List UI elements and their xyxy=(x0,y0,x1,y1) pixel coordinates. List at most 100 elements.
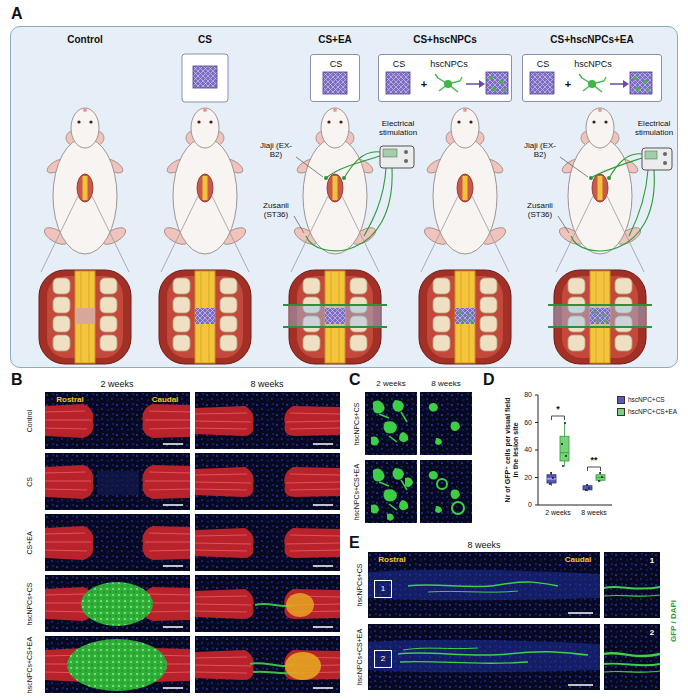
legend-swatch xyxy=(617,396,625,404)
combination-box: CS hscNPCs xyxy=(522,54,662,102)
acupoint-label: Zusanli (ST36) xyxy=(255,201,297,219)
group-title-holder: Control xyxy=(67,34,103,46)
row-label: hscNPCs+CS xyxy=(356,564,364,607)
legend-swatch xyxy=(617,408,625,416)
row-label: CS xyxy=(26,477,34,487)
legend-text-holder: hscNPC+CS+EA xyxy=(628,408,677,415)
group-title-holder: CS+hscNPCs xyxy=(413,34,477,46)
tick-label: 60 xyxy=(524,418,532,426)
panel-letter: E xyxy=(349,534,360,552)
acupoint-label-holder: Zusanli (ST36) xyxy=(519,201,561,219)
acupoint-label-holder: Zusanli (ST36) xyxy=(255,201,297,219)
tick-label: 20 xyxy=(524,473,532,481)
acupoint-label: Jiaji (EX-B2) xyxy=(255,141,297,159)
channel-label-holder: GFP / DAPI xyxy=(669,600,678,642)
group-title-holder: CS+EA xyxy=(318,34,352,46)
legend-text: hscNPC+CS+EA xyxy=(628,408,677,415)
plus-sign-holder: + xyxy=(565,78,571,91)
node-text: CS xyxy=(330,59,343,69)
node-text: CS xyxy=(537,59,550,69)
tick-label-holder: 0 xyxy=(528,501,532,509)
inset-number-holder: 1 xyxy=(650,556,654,565)
tick-label-holder: 40 xyxy=(524,446,532,454)
orientation-label: Rostral xyxy=(56,395,84,404)
panel-letter-holder: C xyxy=(349,371,361,389)
device-label-holder: Electrical stimulation xyxy=(631,119,677,137)
scaffold-box: CS xyxy=(310,54,360,102)
node-text-holder: A xyxy=(11,5,23,23)
device-label-holder: Electrical stimulation xyxy=(368,119,428,137)
node-text-holder: hscNPCs xyxy=(430,59,468,69)
row-label-holder: CS+EA xyxy=(26,531,34,554)
orientation-label-holder: Rostral xyxy=(56,395,84,404)
panel-letter-holder: E xyxy=(349,534,360,552)
significance-mark: * xyxy=(556,404,560,414)
significance-mark-holder: * xyxy=(556,404,560,414)
orientation-label-holder: Caudal xyxy=(565,555,592,564)
group-title: Control xyxy=(67,34,103,46)
legend-text: hscNPC+CS xyxy=(628,396,665,403)
node-text: A xyxy=(11,5,23,23)
significance-mark-holder: ** xyxy=(590,455,597,465)
group-title: CS xyxy=(198,34,212,46)
node-text-holder: CS xyxy=(393,59,406,69)
tick-label-holder: 80 xyxy=(524,391,532,399)
inset-number: 1 xyxy=(650,556,654,565)
acupoint-label-holder: Jiaji (EX-B2) xyxy=(519,141,561,159)
node-text-holder: CS xyxy=(537,59,550,69)
time-header-holder: 2 weeks xyxy=(376,379,405,388)
tick-label: 80 xyxy=(524,391,532,399)
time-header: 8 weeks xyxy=(467,540,500,550)
time-header: 8 weeks xyxy=(250,379,283,389)
time-header: 2 weeks xyxy=(100,379,133,389)
combination-box: CS hscNPCs xyxy=(378,54,512,102)
node-text: 2 xyxy=(381,654,385,663)
orientation-label-holder: Rostral xyxy=(378,555,406,564)
orientation-label: Rostral xyxy=(378,555,406,564)
time-header-holder: 8 weeks xyxy=(467,540,500,550)
node-text-holder: hscNPCs xyxy=(574,59,612,69)
category-label-holder: 8 weeks xyxy=(581,509,607,517)
row-label-holder: hscNPCs+CS+EA xyxy=(356,629,364,685)
node-text-holder: 2 xyxy=(381,654,385,663)
row-label-holder: Control xyxy=(26,409,34,432)
significance-mark: ** xyxy=(590,455,597,465)
group-title-holder: CS+hscNPCs+EA xyxy=(550,34,633,46)
node-text-holder: 1 xyxy=(381,584,385,593)
row-label-holder: hscNPCs+CS xyxy=(353,402,361,445)
panel-letter: C xyxy=(349,371,361,389)
panel-letter: B xyxy=(11,371,23,389)
node-text-holder: CS xyxy=(330,59,343,69)
row-label-holder: hscNPCs+CS+EA xyxy=(26,636,34,692)
time-header: 2 weeks xyxy=(376,379,405,388)
row-label: Control xyxy=(26,409,34,432)
category-label-holder: 2 weeks xyxy=(545,509,571,517)
group-title: CS+EA xyxy=(318,34,352,46)
group-title: CS+hscNPCs xyxy=(413,34,477,46)
channel-label: GFP / DAPI xyxy=(669,600,678,642)
legend-text-holder: hscNPC+CS xyxy=(628,396,665,403)
row-label: hscNPCs+CS+EA xyxy=(353,463,361,519)
time-header-holder: 8 weeks xyxy=(431,379,460,388)
plus-sign: + xyxy=(565,78,571,91)
plus-sign-holder: + xyxy=(421,78,427,91)
panel-letter-holder: B xyxy=(11,371,23,389)
orientation-label-holder: Caudal xyxy=(152,395,179,404)
axis-title: Nr of GFP⁺ cells per visual field in the… xyxy=(504,394,520,506)
tick-label: 40 xyxy=(524,446,532,454)
axis-title-holder: Nr of GFP⁺ cells per visual field in the… xyxy=(504,394,520,506)
device-label: Electrical stimulation xyxy=(368,119,428,137)
acupoint-label: Zusanli (ST36) xyxy=(519,201,561,219)
category-label: 8 weeks xyxy=(581,509,607,517)
device-label: Electrical stimulation xyxy=(631,119,677,137)
row-label: hscNPCs+CS+EA xyxy=(26,636,34,692)
tick-label: 0 xyxy=(528,501,532,509)
row-label-holder: hscNPCs+CS xyxy=(356,564,364,607)
node-text: CS xyxy=(393,59,406,69)
panel-letter-holder: D xyxy=(483,371,495,389)
acupoint-label-holder: Jiaji (EX-B2) xyxy=(255,141,297,159)
row-label: hscNPCs+CS+EA xyxy=(356,629,364,685)
